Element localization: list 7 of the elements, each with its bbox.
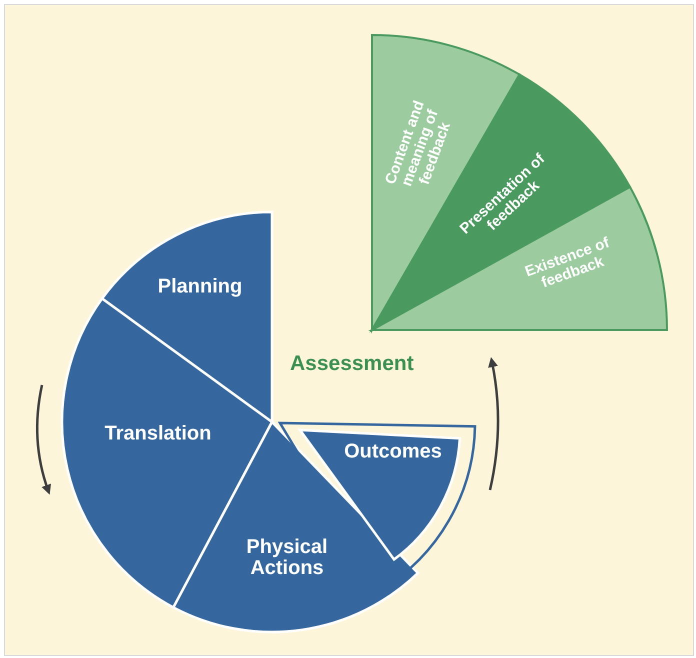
segment-label: Translation (104, 424, 212, 444)
pie-segment (101, 211, 273, 423)
segment-label: Planning (156, 276, 244, 298)
segment-label: Physical Actions (245, 537, 329, 579)
feedback-segment (371, 73, 632, 331)
segment-label: Outcomes (343, 442, 443, 462)
section-heading: Assessment (290, 353, 414, 376)
